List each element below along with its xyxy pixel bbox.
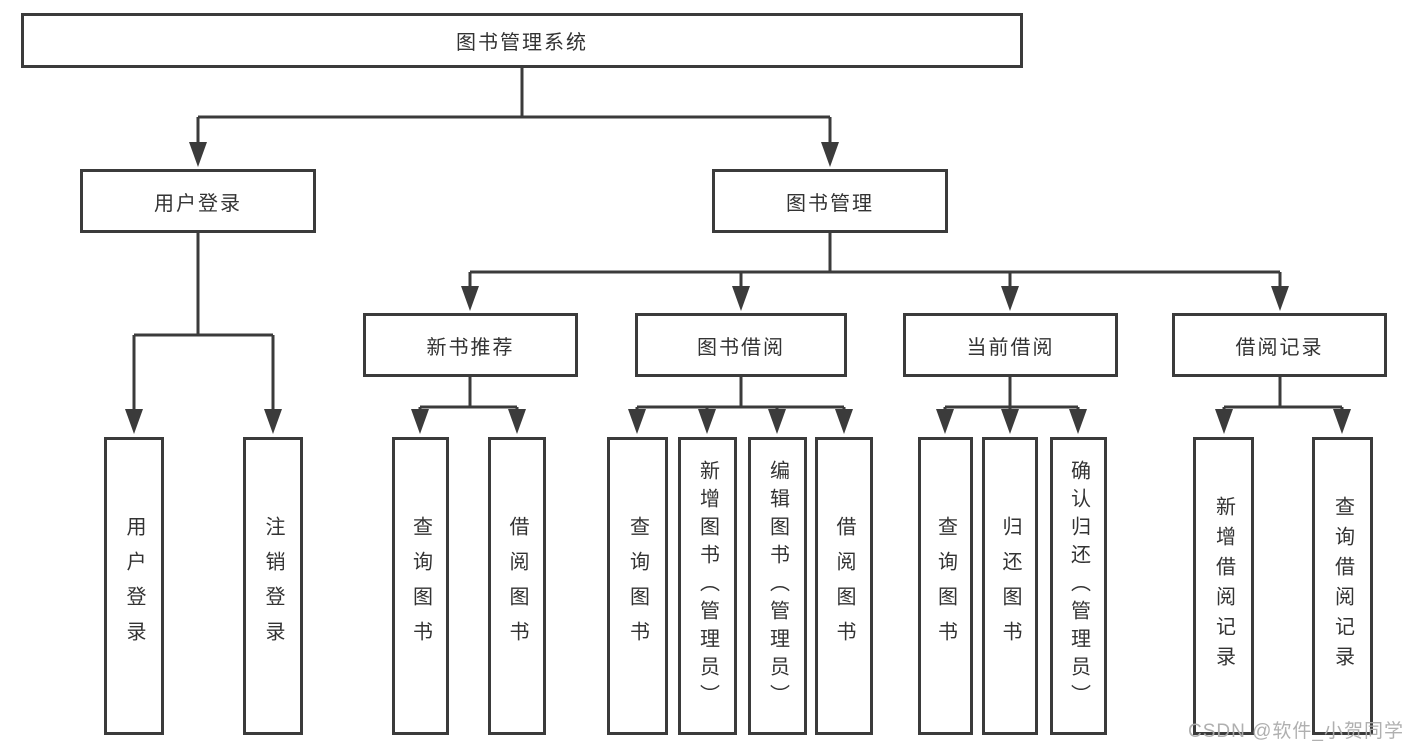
node-root-label: 图书管理系统 bbox=[456, 32, 588, 54]
leaf-recommend-query-books-label: 查询图书 bbox=[409, 516, 432, 656]
leaf-records-query-record: 查询借阅记录 bbox=[1312, 437, 1373, 735]
node-new-book-recommend: 新书推荐 bbox=[363, 313, 578, 377]
connector-records-group bbox=[1215, 377, 1351, 434]
leaf-logout-login: 注销登录 bbox=[243, 437, 303, 735]
node-user-login-label: 用户登录 bbox=[154, 192, 242, 215]
leaf-current-query-books-label: 查询图书 bbox=[934, 516, 957, 656]
leaf-logout-login-label: 注销登录 bbox=[262, 516, 284, 656]
leaf-recommend-borrow-books: 借阅图书 bbox=[488, 437, 546, 735]
leaf-borrow-add-books-admin-label: 新增图书（管理员） bbox=[696, 460, 719, 712]
leaf-current-confirm-return-admin-label: 确认归还（管理员） bbox=[1067, 460, 1090, 712]
leaf-borrow-borrow-books: 借阅图书 bbox=[815, 437, 873, 735]
node-current-borrow-label: 当前借阅 bbox=[966, 336, 1055, 359]
node-book-borrow-label: 图书借阅 bbox=[697, 336, 785, 359]
leaf-current-return-books-label: 归还图书 bbox=[999, 516, 1021, 656]
connector-current-group bbox=[936, 377, 1087, 434]
leaf-user-login: 用户登录 bbox=[104, 437, 164, 735]
node-borrow-records-label: 借阅记录 bbox=[1235, 336, 1324, 359]
node-book-management: 图书管理 bbox=[712, 169, 948, 233]
connector-borrow-group bbox=[628, 377, 853, 434]
leaf-borrow-add-books-admin: 新增图书（管理员） bbox=[678, 437, 737, 735]
node-book-management-label: 图书管理 bbox=[786, 192, 874, 215]
leaf-records-query-record-label: 查询借阅记录 bbox=[1331, 496, 1354, 676]
leaf-borrow-edit-books-admin-label: 编辑图书（管理员） bbox=[766, 460, 789, 712]
leaf-user-login-label: 用户登录 bbox=[123, 516, 145, 656]
node-borrow-records: 借阅记录 bbox=[1172, 313, 1387, 377]
connector-root-to-level2 bbox=[189, 68, 839, 167]
node-new-book-recommend-label: 新书推荐 bbox=[426, 336, 515, 359]
node-book-borrow: 图书借阅 bbox=[635, 313, 847, 377]
connector-recommend-group bbox=[411, 377, 526, 434]
leaf-records-add-record: 新增借阅记录 bbox=[1193, 437, 1254, 735]
watermark: CSDN @软件_小贺同学 bbox=[1188, 721, 1404, 742]
node-root: 图书管理系统 bbox=[21, 13, 1023, 68]
leaf-current-return-books: 归还图书 bbox=[982, 437, 1038, 735]
leaf-current-confirm-return-admin: 确认归还（管理员） bbox=[1050, 437, 1107, 735]
connector-user-login-group bbox=[125, 233, 282, 434]
leaf-recommend-query-books: 查询图书 bbox=[392, 437, 449, 735]
leaf-borrow-query-books-label: 查询图书 bbox=[626, 516, 649, 656]
node-current-borrow: 当前借阅 bbox=[903, 313, 1118, 377]
leaf-borrow-borrow-books-label: 借阅图书 bbox=[833, 516, 855, 656]
leaf-current-query-books: 查询图书 bbox=[918, 437, 973, 735]
node-user-login: 用户登录 bbox=[80, 169, 316, 233]
leaf-recommend-borrow-books-label: 借阅图书 bbox=[506, 516, 528, 656]
leaf-borrow-query-books: 查询图书 bbox=[607, 437, 668, 735]
leaf-borrow-edit-books-admin: 编辑图书（管理员） bbox=[748, 437, 807, 735]
connector-book-management-to-level3 bbox=[461, 233, 1289, 311]
leaf-records-add-record-label: 新增借阅记录 bbox=[1212, 496, 1235, 676]
